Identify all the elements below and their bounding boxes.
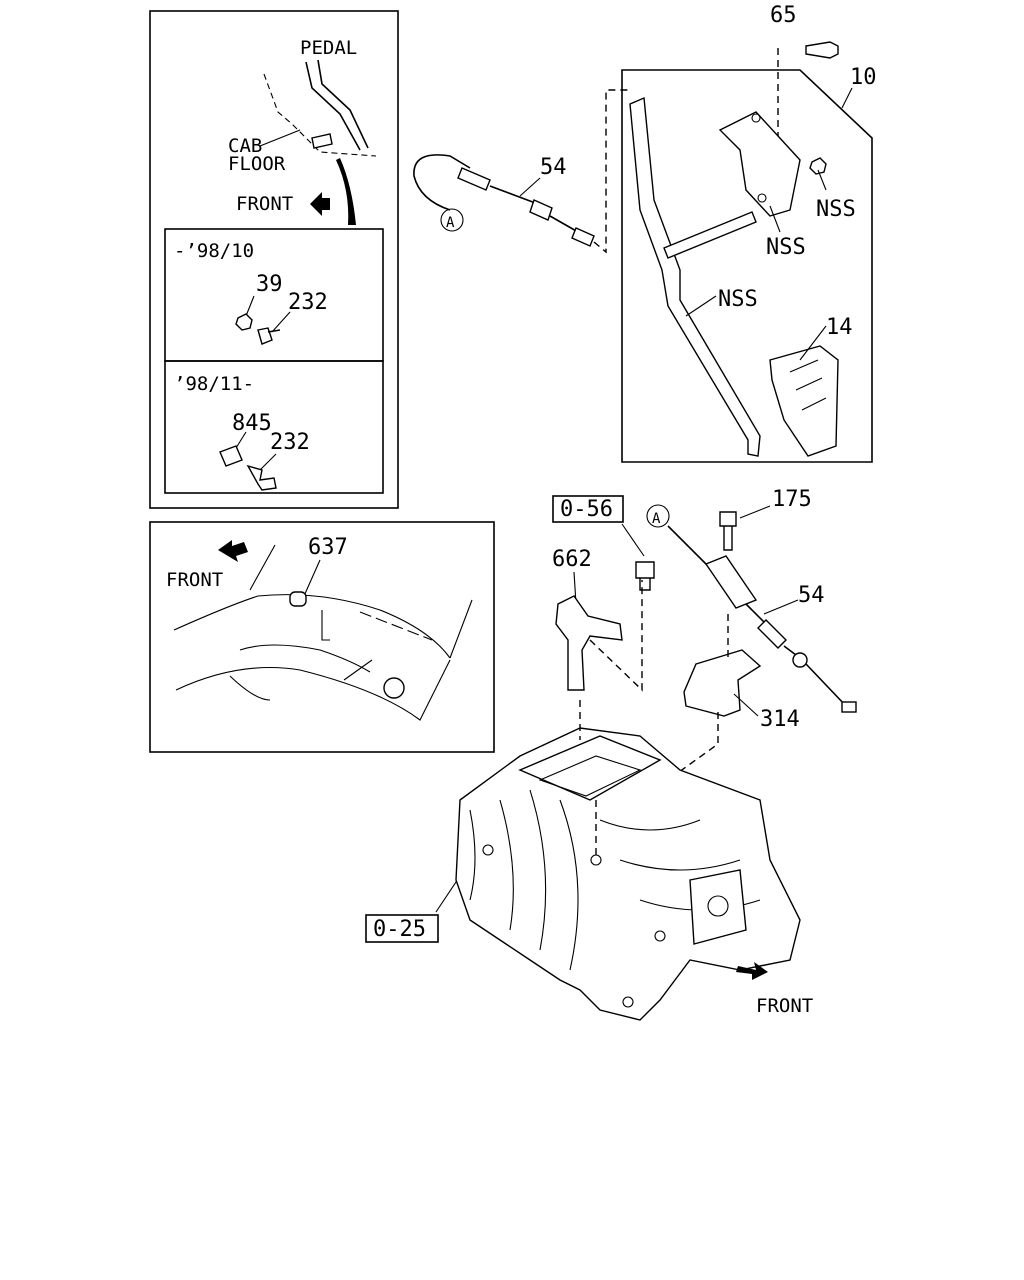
engine-front-label: FRONT (756, 995, 813, 1017)
pedal-arm-main (629, 96, 761, 457)
bolt-0-56-icon (635, 561, 655, 591)
nss-label-2: NSS (766, 235, 806, 260)
upper-cable: A 54 (413, 89, 630, 254)
bracket-662 (555, 595, 623, 691)
front-arrow-icon-engine (736, 962, 768, 980)
bolt-icon (257, 327, 281, 345)
pivot-shaft (663, 211, 757, 259)
assembly-frame (621, 69, 873, 463)
part-662: 662 (552, 547, 592, 572)
ref-0-56: 0-56 (560, 497, 613, 522)
cowl-front-label: FRONT (166, 569, 223, 591)
pedal-bolt (311, 133, 333, 149)
part-232-late: 232 (270, 430, 310, 455)
front-arrow-icon-cowl (218, 540, 248, 562)
pedal-assembly: 65 10 NSS NSS NSS 14 (621, 3, 877, 463)
intake-manifold (455, 727, 801, 1021)
cowl-inset-frame (149, 521, 495, 753)
floor-label: FLOOR (228, 153, 286, 175)
cab-label: CAB (228, 135, 262, 157)
front-arrow-icon (310, 192, 330, 216)
part-637: 637 (308, 535, 348, 560)
cowl-inset: FRONT 637 (149, 521, 495, 753)
connector-a-lower (646, 504, 670, 528)
part-314: 314 (760, 707, 800, 732)
part-10: 10 (850, 65, 877, 90)
grommet-icon (289, 591, 307, 607)
nss-label-3: NSS (718, 287, 758, 312)
pedal-inset: PEDAL CAB FLOOR FRONT -’98/10 39 232 ’98… (149, 10, 399, 509)
nut-icon (235, 313, 253, 331)
ref-box-0-56 (552, 495, 624, 523)
bolt-icon-late (246, 464, 277, 491)
connector-a-upper (440, 208, 464, 232)
ref-box-0-25 (365, 914, 439, 943)
nut-nss-icon (809, 157, 827, 175)
cable-sleeve (457, 167, 491, 191)
part-232-early: 232 (288, 290, 328, 315)
pedal-bracket (718, 111, 801, 217)
date-late: ’98/11- (174, 373, 254, 395)
fitting-icon (383, 677, 405, 699)
cable-adjuster (529, 199, 553, 221)
bracket-314 (683, 649, 762, 717)
bolt-65-icon (805, 41, 839, 59)
variant-box-late (164, 360, 384, 494)
date-early: -’98/10 (174, 240, 254, 262)
part-54-upper: 54 (540, 155, 567, 180)
part-54-lower: 54 (798, 583, 825, 608)
pedal-pad (769, 345, 839, 457)
engine-area: 0-56 0-25 A 175 54 662 314 (365, 487, 857, 1021)
part-845: 845 (232, 411, 272, 436)
part-14: 14 (826, 315, 853, 340)
pedal-label: PEDAL (300, 37, 357, 59)
egr-flange (689, 869, 747, 945)
throttle-body-cover (518, 735, 662, 801)
part-175: 175 (772, 487, 812, 512)
bolt-175-icon (719, 511, 737, 551)
pedal-arm (305, 61, 361, 151)
part-39: 39 (256, 272, 283, 297)
pointer-shape (336, 158, 356, 225)
cable-loop (413, 154, 471, 211)
ref-0-25: 0-25 (373, 917, 426, 942)
connector-a-lower-label: A (652, 511, 661, 527)
cable-sleeve-lower (704, 555, 758, 609)
collar-icon (219, 445, 243, 467)
nss-label-1: NSS (816, 197, 856, 222)
front-label: FRONT (236, 193, 293, 215)
pedal-inset-frame (149, 10, 399, 509)
part-65: 65 (770, 3, 797, 28)
connector-a-upper-label: A (446, 215, 455, 231)
